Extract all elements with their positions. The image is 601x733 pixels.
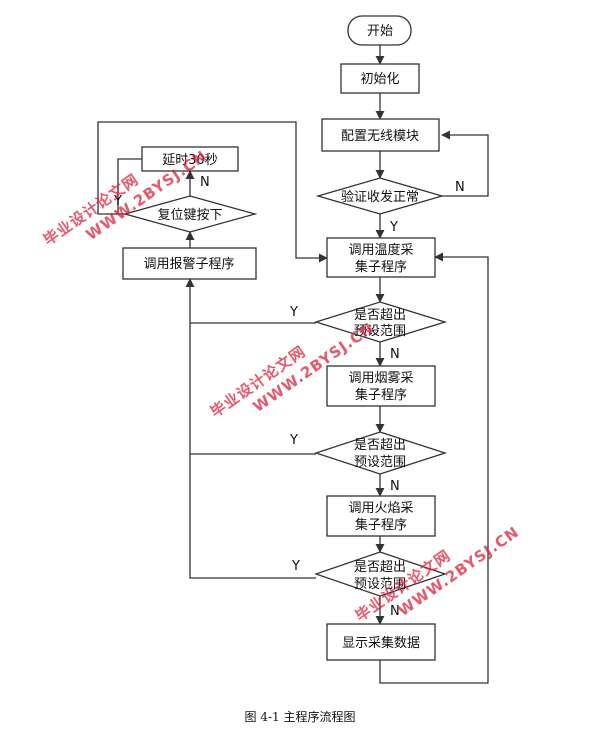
- edge-reset-yes: [97, 121, 328, 263]
- svg-text:集子程序: 集子程序: [355, 259, 407, 275]
- node-call-smoke: 调用烟雾采 集子程序: [326, 365, 436, 407]
- svg-text:预设范围: 预设范围: [354, 324, 406, 339]
- svg-text:验证收发正常: 验证收发正常: [341, 189, 419, 205]
- edge-display-loop: [379, 252, 489, 684]
- svg-text:显示采集数据: 显示采集数据: [342, 635, 420, 651]
- node-check1: 是否超出 预设范围: [313, 301, 448, 343]
- node-config-wireless: 配置无线模块: [321, 118, 440, 152]
- label-check2-yes: Y: [289, 433, 298, 448]
- node-check3: 是否超出 预设范围: [314, 551, 448, 597]
- edge-delay-loop: [117, 158, 142, 214]
- svg-text:调用温度采: 调用温度采: [348, 242, 413, 258]
- node-init: 初始化: [340, 63, 420, 94]
- label-check3-yes: Y: [291, 559, 300, 574]
- svg-text:开始: 开始: [367, 24, 393, 39]
- label-check1-no: N: [390, 347, 400, 362]
- edge-verify-no-loop: [441, 130, 489, 197]
- svg-text:集子程序: 集子程序: [355, 517, 407, 533]
- node-start: 开始: [347, 15, 412, 46]
- svg-text:调用报警子程序: 调用报警子程序: [143, 256, 234, 272]
- figure-caption: 图 4-1 主程序流程图: [245, 709, 356, 724]
- svg-text:调用烟雾采: 调用烟雾采: [348, 371, 413, 386]
- label-verify-yes: Y: [389, 220, 398, 235]
- svg-text:复位键按下: 复位键按下: [157, 208, 222, 223]
- svg-text:集子程序: 集子程序: [355, 387, 407, 403]
- connectors: [97, 45, 489, 684]
- svg-text:初始化: 初始化: [360, 72, 399, 87]
- node-reset: 复位键按下: [122, 195, 258, 233]
- node-check2: 是否超出 预设范围: [313, 431, 448, 475]
- svg-text:延时30秒: 延时30秒: [162, 153, 218, 168]
- node-alarm: 调用报警子程序: [122, 247, 257, 280]
- svg-text:是否超出: 是否超出: [354, 560, 406, 575]
- svg-text:是否超出: 是否超出: [354, 308, 406, 323]
- svg-text:配置无线模块: 配置无线模块: [341, 129, 419, 144]
- node-verify: 验证收发正常: [315, 177, 445, 215]
- label-check3-no: N: [390, 604, 400, 619]
- label-reset-yes: Y: [113, 194, 122, 209]
- node-display: 显示采集数据: [326, 623, 436, 661]
- node-delay: 延时30秒: [141, 146, 239, 172]
- edge-check3-yes: [189, 454, 316, 579]
- node-call-flame: 调用火焰采 集子程序: [326, 495, 436, 537]
- label-check1-yes: Y: [289, 305, 298, 320]
- svg-text:预设范围: 预设范围: [354, 455, 406, 470]
- label-verify-no: N: [455, 180, 465, 195]
- edge-labels: N Y Y N Y N Y N Y N: [113, 175, 465, 619]
- svg-text:预设范围: 预设范围: [354, 577, 406, 592]
- svg-text:调用火焰采: 调用火焰采: [348, 501, 413, 516]
- svg-text:是否超出: 是否超出: [354, 438, 406, 453]
- label-reset-no: N: [200, 175, 210, 190]
- node-call-temp: 调用温度采 集子程序: [326, 237, 436, 278]
- label-check2-no: N: [390, 479, 400, 494]
